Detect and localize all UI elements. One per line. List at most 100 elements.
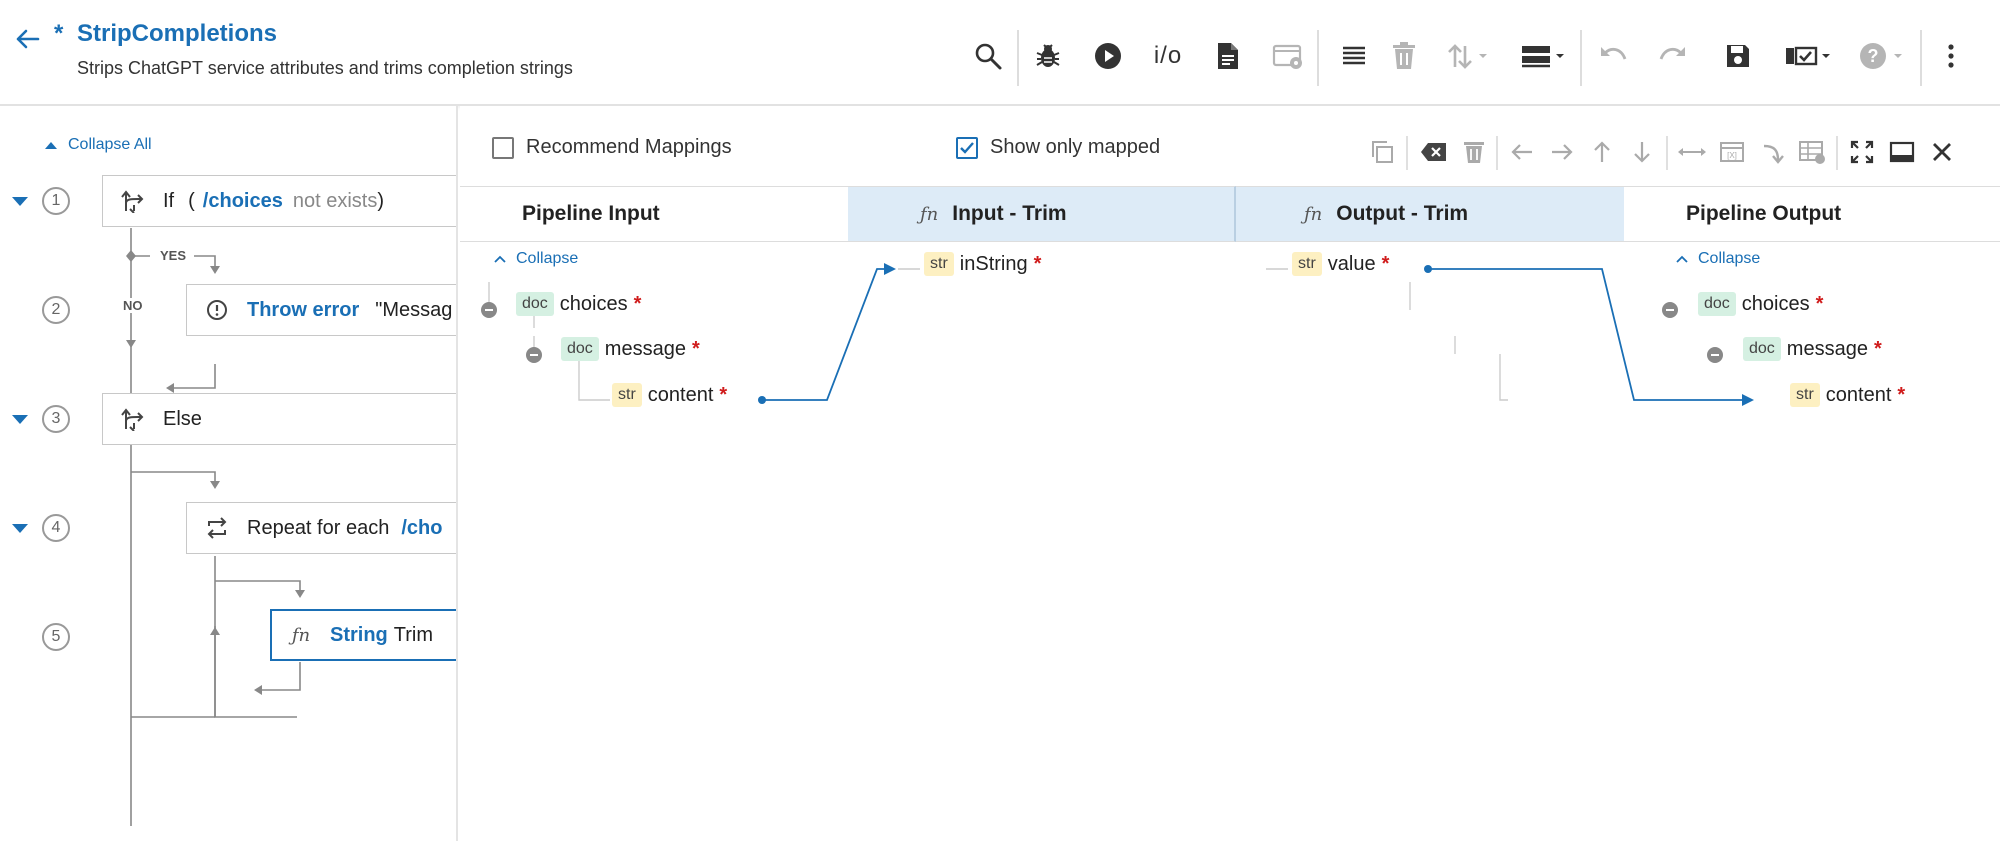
step-throw-error[interactable]: Throw error "Messag <box>186 284 456 336</box>
clear-button[interactable] <box>1418 136 1450 168</box>
no-branch-label: NO <box>123 298 143 313</box>
table-button[interactable] <box>1796 136 1828 168</box>
list-icon <box>1343 46 1365 65</box>
function-icon: ƒn <box>920 203 939 225</box>
collapse-all-button[interactable]: Collapse All <box>44 136 152 154</box>
layout-icon <box>1522 46 1564 68</box>
arrow-down-icon <box>1634 142 1650 163</box>
toolbar-separator <box>1317 30 1319 86</box>
document-button[interactable] <box>1208 36 1248 76</box>
play-icon <box>1095 43 1121 69</box>
help-menu-button[interactable]: ? <box>1856 36 1912 76</box>
close-panel-button[interactable] <box>1926 136 1958 168</box>
collapse-output-tree[interactable]: Collapse <box>1676 250 1760 268</box>
shift-left-button[interactable] <box>1506 136 1538 168</box>
collapse-node-button[interactable] <box>1707 347 1723 363</box>
transform-button[interactable] <box>1756 136 1788 168</box>
run-button[interactable] <box>1088 36 1128 76</box>
collapse-node-button[interactable] <box>1662 302 1678 318</box>
required-mark: * <box>633 292 642 315</box>
svg-text:?: ? <box>1868 46 1879 66</box>
output-node-content[interactable]: str content * <box>1790 383 1905 407</box>
show-only-mapped-toggle[interactable]: Show only mapped <box>956 136 1160 159</box>
type-tag: str <box>924 252 954 276</box>
delete-mapping-button[interactable] <box>1458 136 1490 168</box>
input-trim-header: ƒn Input - Trim <box>848 186 1236 242</box>
move-button[interactable] <box>1442 36 1494 76</box>
layout-menu-button[interactable] <box>1518 36 1570 76</box>
step-expand-caret[interactable] <box>12 197 28 206</box>
copy-button[interactable] <box>1366 136 1398 168</box>
chevron-up-icon <box>494 255 506 263</box>
link-icon <box>1678 148 1706 156</box>
required-mark: * <box>1033 252 1042 275</box>
list-view-button[interactable] <box>1334 36 1374 76</box>
fullscreen-button[interactable] <box>1846 136 1878 168</box>
more-options-button[interactable] <box>1936 36 1966 76</box>
input-node-content[interactable]: str content * <box>612 383 727 407</box>
step-expand-caret[interactable] <box>12 524 28 533</box>
step-number: 2 <box>42 296 70 324</box>
step-keyword: If <box>163 189 175 212</box>
deploy-button[interactable] <box>1268 36 1308 76</box>
undo-button[interactable] <box>1594 36 1634 76</box>
kebab-menu-icon <box>1948 44 1954 68</box>
dock-panel-button[interactable] <box>1886 136 1918 168</box>
page-subtitle: Strips ChatGPT service attributes and tr… <box>77 58 573 78</box>
set-value-button[interactable]: [X] <box>1716 136 1748 168</box>
toolbar-separator <box>1920 30 1922 86</box>
input-trim-label: Input - Trim <box>952 202 1067 225</box>
collapse-node-button[interactable] <box>481 302 497 318</box>
backspace-icon <box>1421 143 1446 161</box>
collapse-node-button[interactable] <box>526 347 542 363</box>
step-number: 4 <box>42 514 70 542</box>
collapse-input-tree[interactable]: Collapse <box>494 250 578 268</box>
step-string-trim[interactable]: ƒn String Trim <box>270 609 456 661</box>
step-expand-caret[interactable] <box>12 415 28 424</box>
type-tag: doc <box>1743 337 1781 361</box>
shift-down-button[interactable] <box>1626 136 1658 168</box>
io-button[interactable]: i/o <box>1146 36 1190 76</box>
output-node-message[interactable]: doc message * <box>1743 337 1882 361</box>
dock-bottom-icon <box>1889 141 1915 163</box>
shift-up-button[interactable] <box>1586 136 1618 168</box>
trim-input-instring[interactable]: str inString * <box>924 252 1041 276</box>
recommend-mappings-label: Recommend Mappings <box>526 136 732 158</box>
shift-right-button[interactable] <box>1546 136 1578 168</box>
close-paren: ) <box>377 189 384 212</box>
input-node-message[interactable]: doc message * <box>561 337 700 361</box>
step-repeat[interactable]: Repeat for each /cho <box>186 502 456 554</box>
debug-button[interactable] <box>1028 36 1068 76</box>
toolbar-separator <box>1836 136 1838 170</box>
unsaved-indicator: * <box>54 20 64 47</box>
link-button[interactable] <box>1676 136 1708 168</box>
step-else[interactable]: Else <box>102 393 456 445</box>
pipeline-output-header: Pipeline Output <box>1624 186 2000 242</box>
delete-button[interactable] <box>1384 36 1424 76</box>
arrow-left-icon <box>1511 144 1532 160</box>
search-button[interactable] <box>968 36 1008 76</box>
input-node-choices[interactable]: doc choices * <box>516 292 641 316</box>
recommend-mappings-toggle[interactable]: Recommend Mappings <box>492 136 732 159</box>
output-node-choices[interactable]: doc choices * <box>1698 292 1823 316</box>
function-icon: ƒn <box>291 624 311 646</box>
close-icon <box>1933 143 1951 161</box>
step-if[interactable]: If ( /choices not exists ) <box>102 175 456 227</box>
caret-up-icon <box>45 142 57 149</box>
trim-output-value[interactable]: str value * <box>1292 252 1389 276</box>
step-keyword: Repeat for each <box>247 516 390 539</box>
recommend-mappings-checkbox[interactable] <box>492 136 514 159</box>
back-arrow-icon[interactable] <box>12 24 42 54</box>
help-icon: ? <box>1860 43 1902 69</box>
yes-branch-label: YES <box>160 248 187 263</box>
required-mark: * <box>1873 337 1882 360</box>
document-icon <box>1218 43 1238 69</box>
function-name: Trim <box>393 623 434 646</box>
show-only-mapped-checkbox[interactable] <box>956 136 978 159</box>
save-button[interactable] <box>1718 36 1758 76</box>
redo-button[interactable] <box>1652 36 1692 76</box>
publish-menu-button[interactable] <box>1782 36 1838 76</box>
type-tag: str <box>1292 252 1322 276</box>
toolbar-separator <box>1496 136 1498 170</box>
mapping-panel: Recommend Mappings Show only mapped [X] … <box>460 106 2000 841</box>
